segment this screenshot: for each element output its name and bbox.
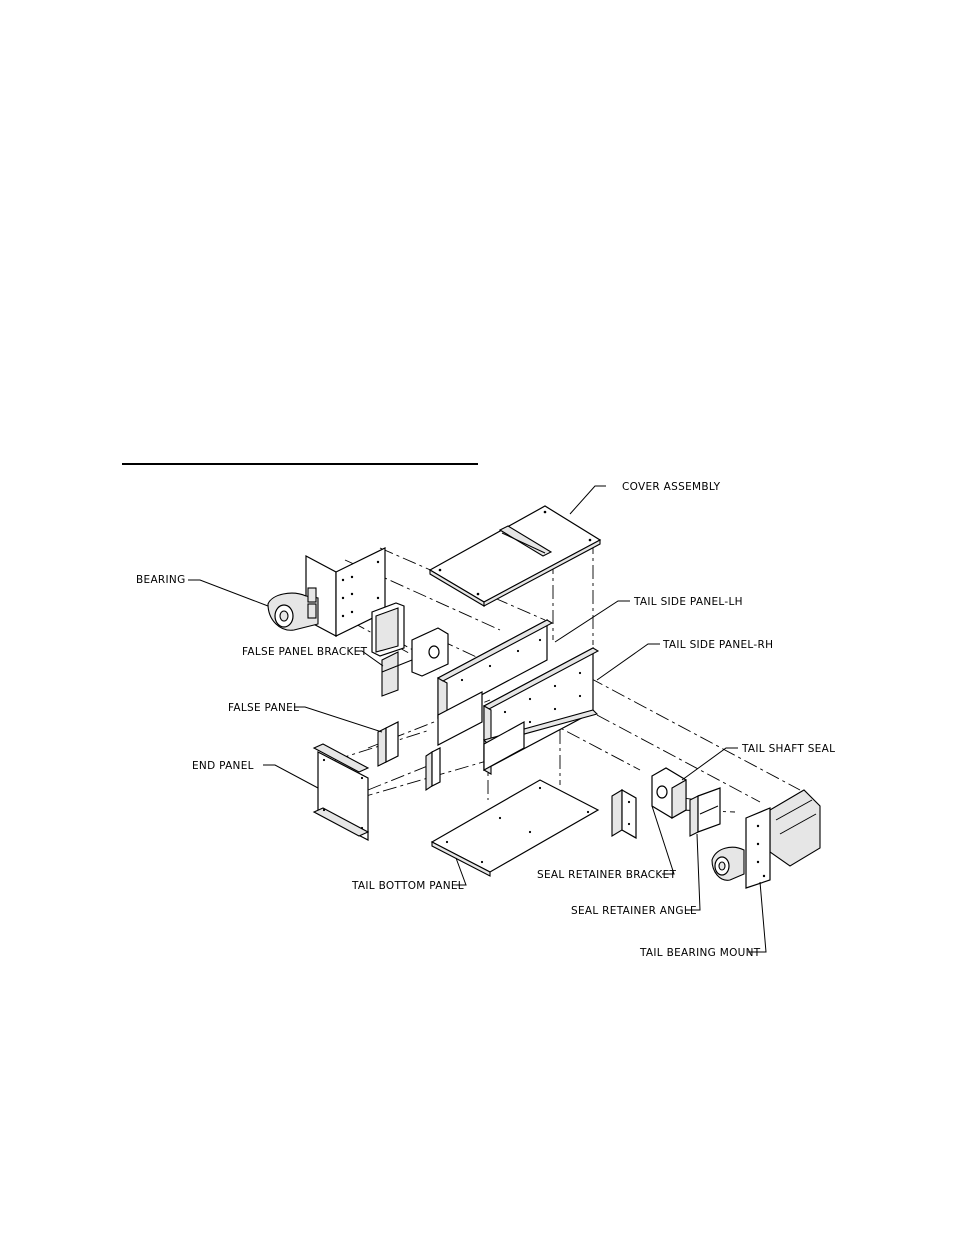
tail-bearing-mount <box>711 789 821 889</box>
seal-retainer-bracket <box>611 788 637 840</box>
label-tail-shaft-seal: TAIL SHAFT SEAL <box>741 743 835 755</box>
seal-retainer-angle <box>689 787 721 837</box>
label-bearing: BEARING <box>136 574 186 586</box>
cover-assembly <box>428 505 602 607</box>
label-tail-bearing-mount: TAIL BEARING MOUNT <box>639 947 761 959</box>
label-tail-bottom-panel: TAIL BOTTOM PANEL <box>351 880 464 892</box>
label-seal-retainer-bracket: SEAL RETAINER BRACKET <box>537 869 677 881</box>
leader-lines <box>188 485 767 953</box>
bearing-unit <box>267 587 319 631</box>
label-cover-assembly: COVER ASSEMBLY <box>622 481 721 493</box>
false-panel-bracket <box>371 602 449 697</box>
label-tail-side-panel-lh: TAIL SIDE PANEL-LH <box>633 596 743 608</box>
label-false-panel-bracket: FALSE PANEL BRACKET <box>242 646 368 658</box>
label-seal-retainer-angle: SEAL RETAINER ANGLE <box>571 905 697 917</box>
false-panel <box>377 721 441 792</box>
tail-side-panel-rh <box>482 647 600 775</box>
label-tail-side-panel-rh: TAIL SIDE PANEL-RH <box>662 639 773 651</box>
tail-bottom-panel <box>430 779 600 877</box>
tail-shaft-seal <box>651 767 687 819</box>
section-rule <box>122 463 478 465</box>
end-panel <box>312 743 370 841</box>
tail-side-panel-lh <box>436 619 554 746</box>
label-end-panel: END PANEL <box>192 760 254 772</box>
label-false-panel: FALSE PANEL <box>228 702 299 714</box>
